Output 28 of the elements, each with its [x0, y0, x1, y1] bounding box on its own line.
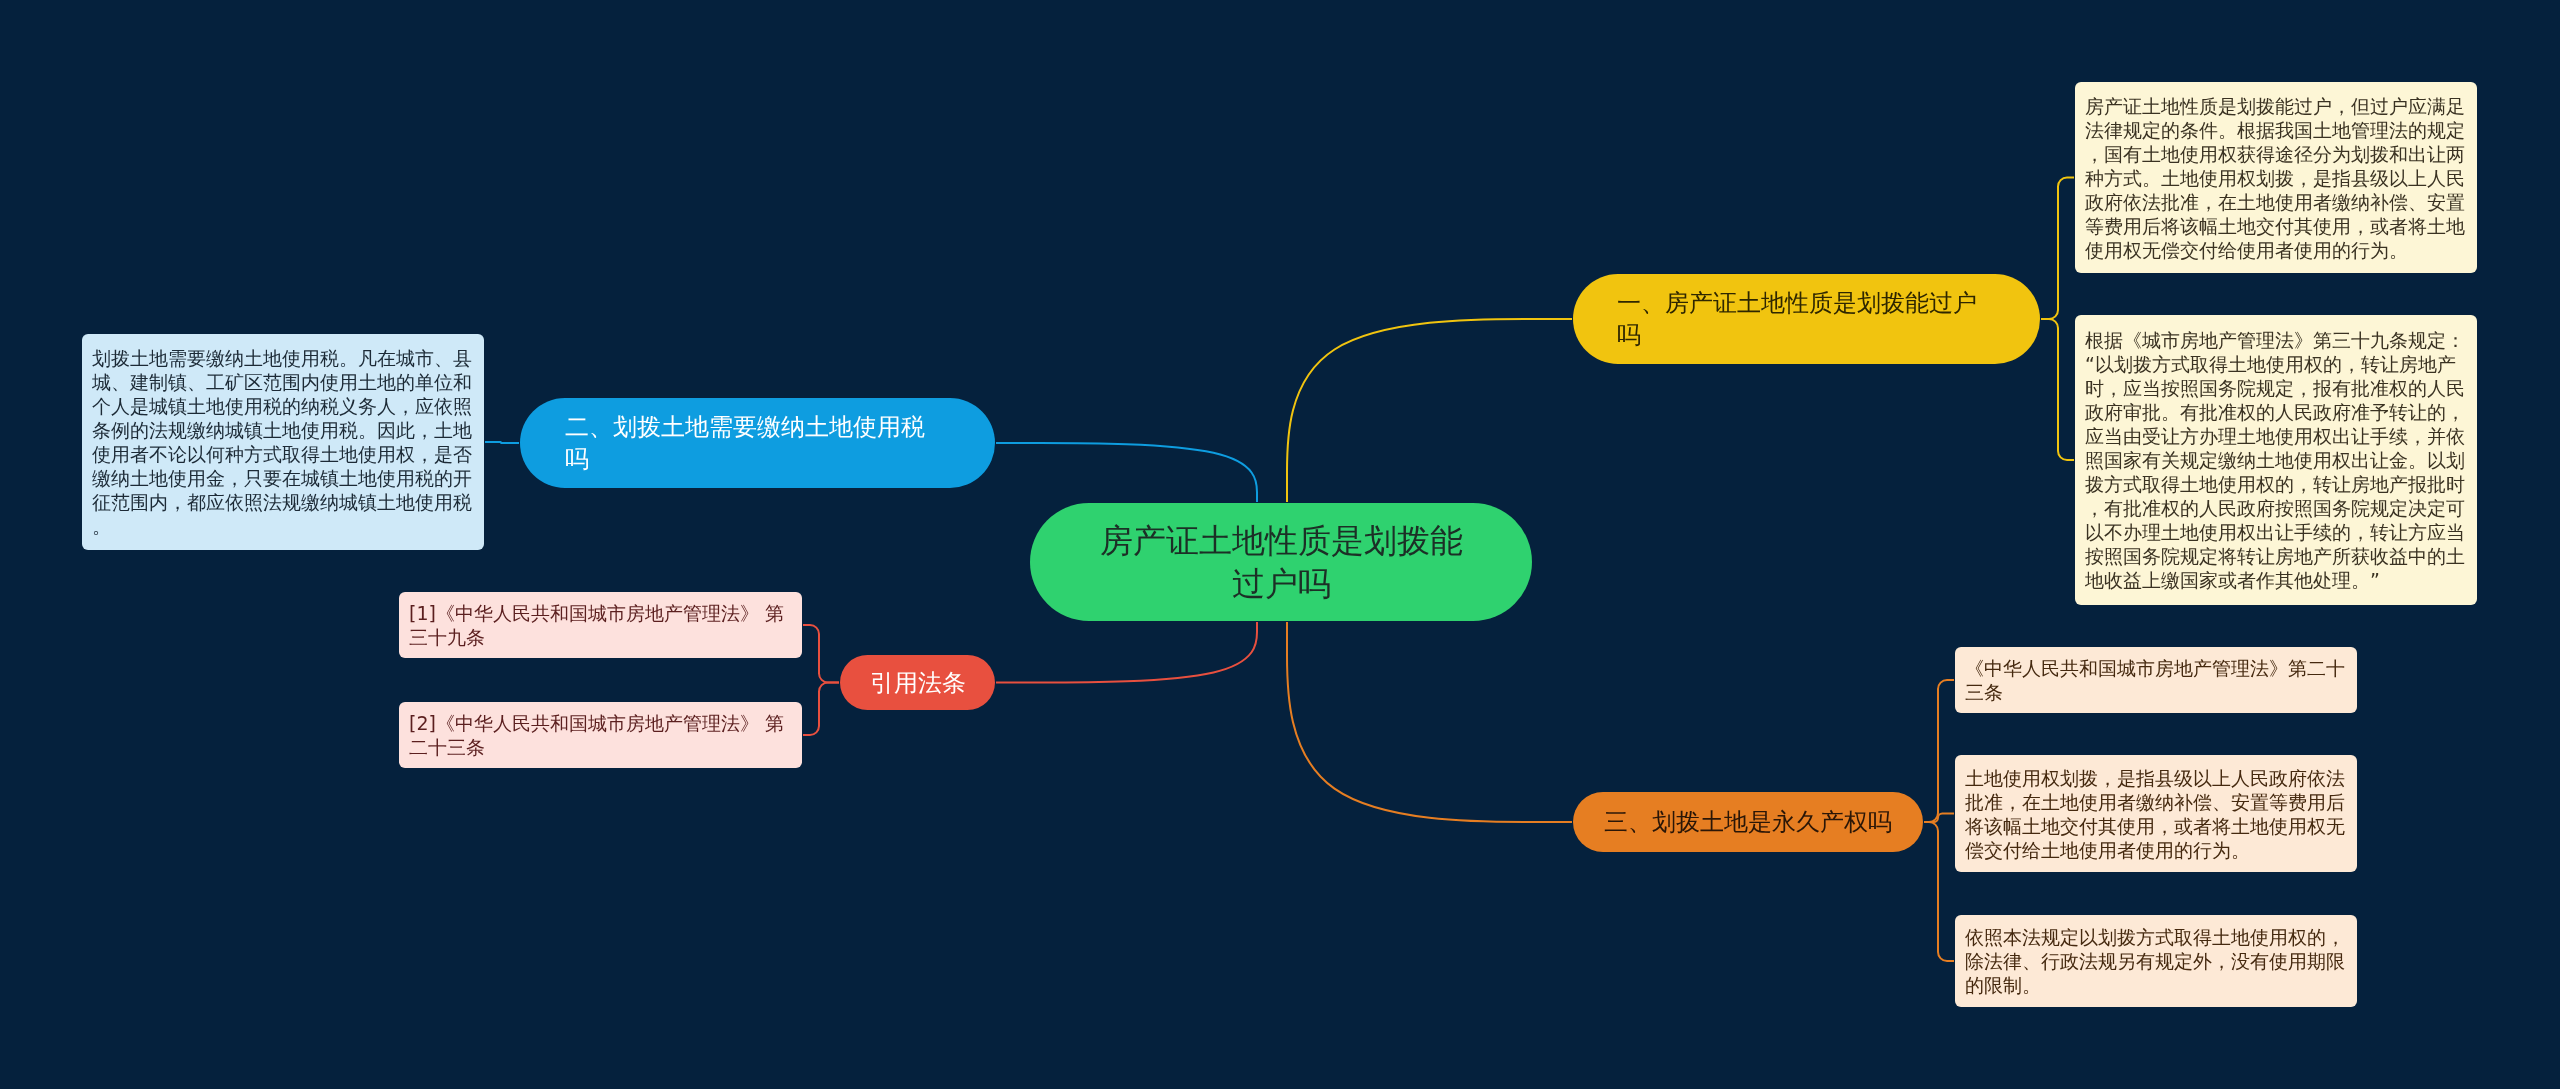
reference-text: [1]《中华人民共和国城市房地产管理法》 第三十九条	[409, 601, 785, 649]
branch-topic	[1573, 792, 1923, 852]
note-card	[1955, 755, 2357, 872]
branch-topic	[840, 655, 995, 710]
note-card	[82, 334, 484, 550]
connector-line	[802, 681, 840, 736]
connector-line	[995, 621, 1258, 684]
note-text: 房产证土地性质是划拨能过户，但过户应满足法律规定的条件。根据我国土地管理法的规定，国有土地使用权获得途径分为划拨和出让两种方式。土地使用权划拨，是指县级以上人民政府依法批准，在土地使用者缴纳补偿、安置等费用后将该幅土地交付其使用，或者将土地使用权无偿交付给使用者使用的行为。	[2085, 93, 2466, 262]
note-text: 根据《城市房地产管理法》第三十九条规定：“以划拨方式取得土地使用权的，转让房地产时，应当按照国务院规定，报有批准权的人民政府审批。有批准权的人民政府准予转让的，应当由受让方办理土地使用权出让手续，并依照国家有关规定缴纳土地使用权出让金。以划拨方式取得土地使用权的，转让房地产报批时，有批准权的人民政府按照国务院规定决定可以不办理土地使用权出让手续的，转让方应当按照国务院规定将转让房地产所获收益中的土地收益上缴国家或者作其他处理。”	[2085, 328, 2466, 592]
connector-line	[1286, 318, 1573, 503]
connector-line	[1286, 621, 1573, 823]
reference-text: [2]《中华人民共和国城市房地产管理法》 第二十三条	[409, 711, 785, 759]
topic-text: 二、划拨土地需要缴纳土地使用税吗	[565, 412, 926, 475]
note-card	[2075, 82, 2477, 273]
note-card	[1955, 915, 2357, 1007]
note-text: 土地使用权划拨，是指县级以上人民政府依法批准，在土地使用者缴纳补偿、安置等费用后将该幅土地交付其使用，或者将土地使用权无偿交付给土地使用者使用的行为。	[1965, 765, 2346, 862]
note-text: 依照本法规定以划拨方式取得土地使用权的，除法律、行政法规另有规定外，没有使用期限的限制。	[1965, 925, 2346, 997]
topic-text: 房产证土地性质是划拨能过户吗	[1098, 520, 1464, 605]
note-text: 《中华人民共和国城市房地产管理法》第二十三条	[1965, 656, 2346, 704]
connector-line	[484, 441, 520, 444]
reference-card	[399, 592, 802, 658]
connector-line	[995, 442, 1258, 503]
note-card	[1955, 647, 2357, 713]
note-text: 划拨土地需要缴纳土地使用税。凡在城市、县城、建制镇、工矿区范围内使用土地的单位和个人是城镇土地使用税的纳税义务人，应依照条例的法规缴纳城镇土地使用税。因此，土地使用者不论以何种方式取得土地使用权，是否缴纳土地使用金，只要在城镇土地使用税的开征范围内，都应依照法规缴纳城镇土地使用税。	[92, 346, 473, 538]
reference-card	[399, 702, 802, 768]
topic-text: 引用法条	[869, 667, 966, 699]
topic-text: 一、房产证土地性质是划拨能过户吗	[1617, 288, 1978, 351]
topic-text: 三、划拨土地是永久产权吗	[1604, 807, 1892, 838]
